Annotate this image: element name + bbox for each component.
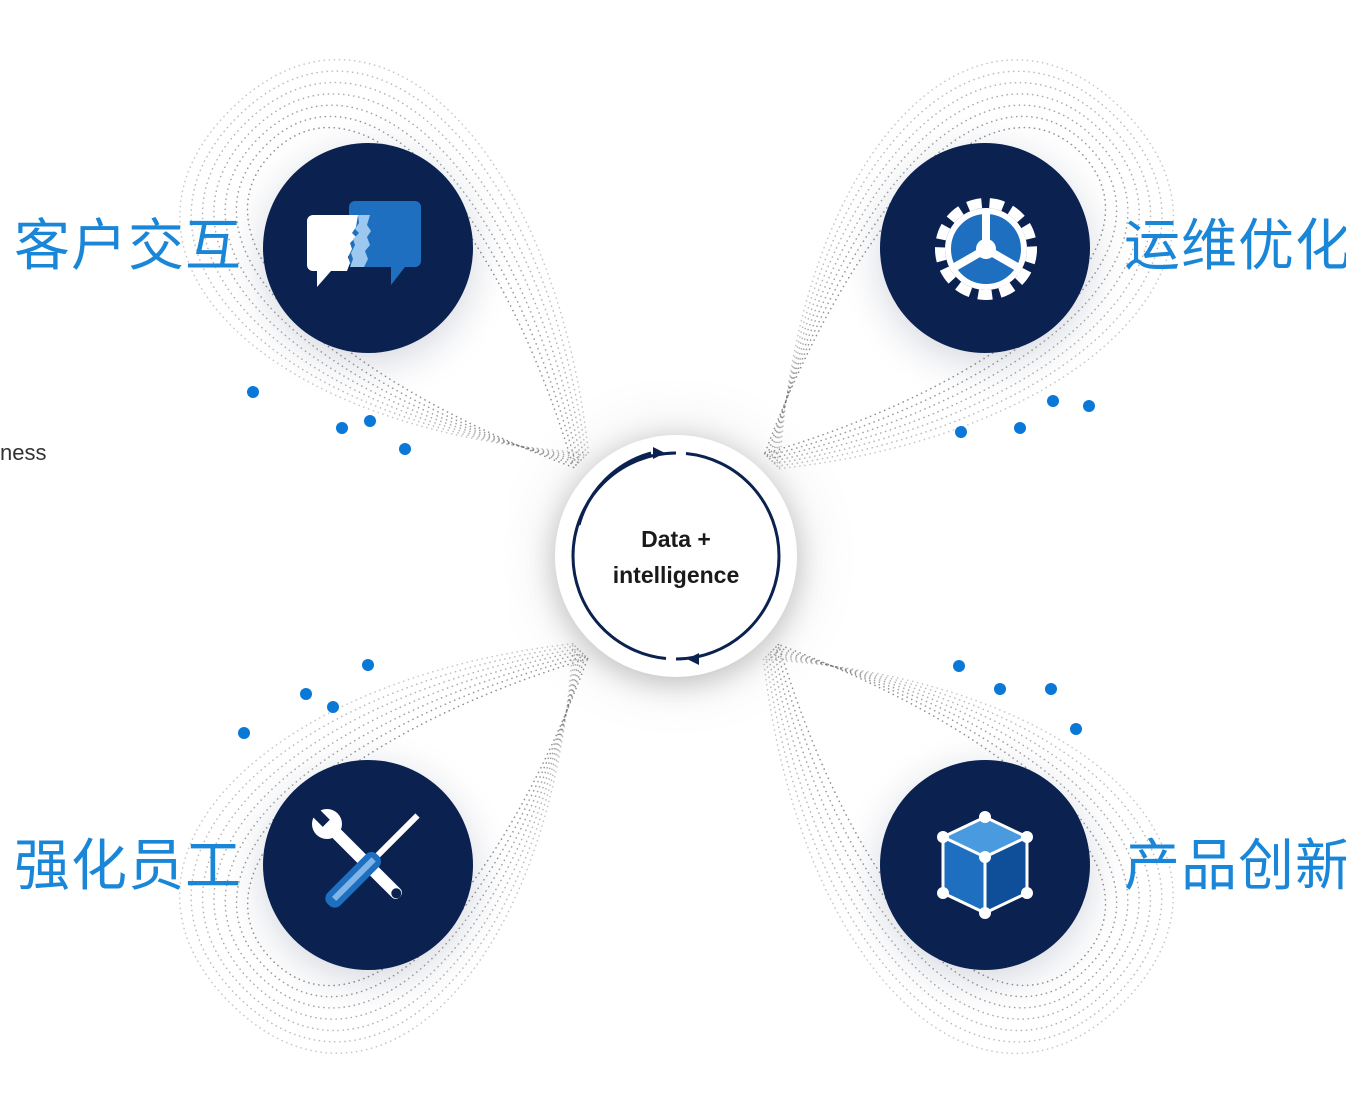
gear-icon (935, 198, 1037, 300)
employees-dotted-loop (213, 650, 581, 1020)
flow-dot (327, 701, 339, 713)
partial-side-text: ness (0, 440, 47, 465)
flow-dot (955, 426, 967, 438)
employees-dotted-loop (224, 652, 584, 1009)
customer-dotted-loop (190, 70, 587, 456)
cycle-arrows-icon (571, 447, 781, 665)
flow-dot (1083, 400, 1095, 412)
operations-dotted-loop (766, 115, 1118, 458)
data-intelligence-hub: Data + intelligence (555, 435, 797, 677)
products-dotted-loop (775, 646, 1118, 998)
customer-interaction-label: 客户交互 (14, 214, 242, 279)
customer-dotted-loop (246, 126, 575, 469)
flow-dot (1045, 683, 1057, 695)
center-line-1: Data + (641, 526, 711, 552)
customer-dotted-loop (213, 93, 582, 461)
customer-dotted-loop (201, 81, 585, 459)
empower-employees-label: 强化员工 (14, 834, 242, 899)
flow-dot (247, 386, 259, 398)
chat-bubbles-icon (307, 201, 421, 287)
center-text: Data + intelligence (555, 521, 797, 593)
center-line-2: intelligence (612, 562, 740, 588)
flow-dot (364, 415, 376, 427)
flow-dot (1047, 395, 1059, 407)
flow-dot (362, 659, 374, 671)
products-dotted-loop (770, 651, 1140, 1020)
empower-employees-node (263, 760, 473, 970)
tools-icon (311, 808, 420, 908)
flow-dot (953, 660, 965, 672)
operations-dotted-loop (768, 104, 1129, 460)
operations-dotted-loop (763, 126, 1107, 455)
flow-dot (994, 683, 1006, 695)
operations-optimization-node (880, 143, 1090, 353)
product-innovation-node (880, 760, 1090, 970)
flow-dot (300, 688, 312, 700)
cube-icon (937, 811, 1033, 919)
flow-dot (1014, 422, 1026, 434)
employees-dotted-loop (246, 657, 589, 987)
customer-dotted-loop (235, 115, 577, 466)
flow-dot (238, 727, 250, 739)
operations-optimization-label: 运维优化 (1124, 214, 1346, 279)
products-dotted-loop (772, 648, 1129, 1009)
product-innovation-label: 产品创新 (1124, 834, 1346, 899)
operations-dotted-loop (773, 81, 1152, 465)
operations-dotted-loop (771, 93, 1140, 462)
employees-dotted-loop (201, 647, 579, 1032)
flow-dot (1070, 723, 1082, 735)
customer-interaction-node (263, 143, 473, 353)
flow-dot (399, 443, 411, 455)
customer-dotted-loop (224, 104, 580, 464)
flow-dot (336, 422, 348, 434)
products-dotted-loop (777, 643, 1107, 987)
employees-dotted-loop (235, 655, 586, 998)
